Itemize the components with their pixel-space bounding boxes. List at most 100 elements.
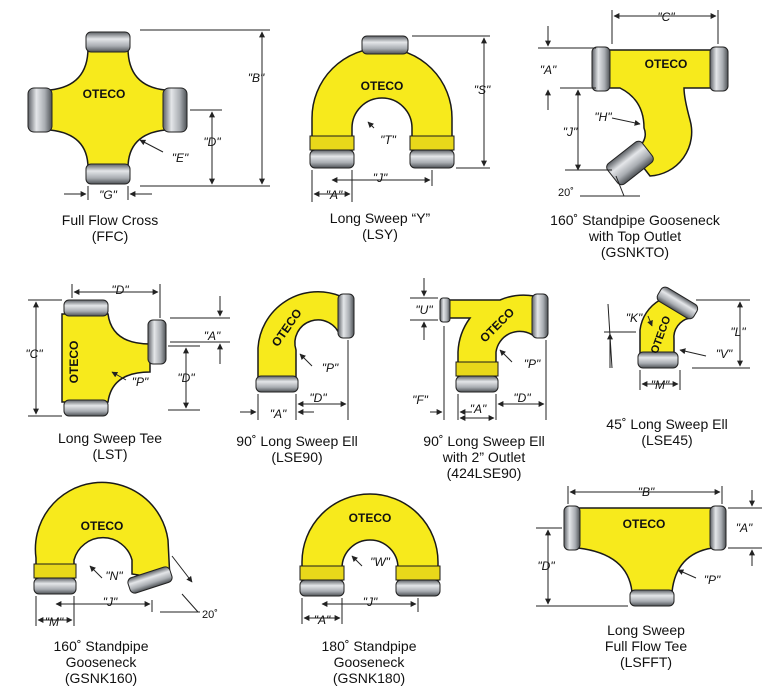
lse45-dimension-lines <box>604 299 750 390</box>
caption-line: 90˚ Long Sweep Ell <box>236 433 358 449</box>
dimension-label: "A" <box>270 407 287 421</box>
gsnk160-brand: OTECO <box>81 519 124 533</box>
fitting-gsnkto: OTECO "C" "A" "H" "J" 20˚ <box>538 10 729 199</box>
dimension-label: "A" <box>540 63 557 77</box>
dimension-label: "G" <box>99 188 118 202</box>
caption-line: Full Flow Cross <box>61 212 159 228</box>
gsnk180-dimension-lines <box>301 555 419 624</box>
caption-line: Long Sweep “Y” <box>329 210 431 226</box>
caption-ffc: Full Flow Cross (FFC) <box>30 212 190 244</box>
dimension-label: "J" <box>563 125 578 139</box>
caption-line: (GSNKTO) <box>600 244 670 260</box>
dimension-label: "P" <box>524 357 541 371</box>
caption-gsnkto: 160˚ Standpipe Gooseneck with Top Outlet… <box>540 212 730 260</box>
ffc-body <box>27 31 188 185</box>
dimension-label: "K" <box>626 311 643 325</box>
dimension-label: 20˚ <box>558 187 574 199</box>
caption-gsnk180: 180˚ Standpipe Gooseneck (GSNK180) <box>304 638 434 686</box>
lst-body <box>61 299 167 417</box>
dimension-label: "N" <box>105 569 123 583</box>
lsy-body <box>309 35 455 169</box>
dimension-label: "C" <box>657 10 675 24</box>
ffc-brand: OTECO <box>83 87 126 101</box>
dimension-label: "D" <box>513 391 531 405</box>
dimension-label: "B" <box>638 485 655 499</box>
caption-line: (LSE45) <box>641 432 693 448</box>
caption-line: 180˚ Standpipe <box>321 638 417 654</box>
dimension-label: 20˚ <box>202 609 218 621</box>
caption-line: Long Sweep Tee <box>57 430 163 446</box>
dimension-label: "A" <box>326 188 343 202</box>
424lse90-body <box>439 293 549 393</box>
dimension-label: "A" <box>204 329 221 343</box>
dimension-label: "D" <box>537 559 555 573</box>
dimension-label: "C" <box>25 347 43 361</box>
caption-lst: Long Sweep Tee (LST) <box>30 430 190 462</box>
caption-line: 160˚ Standpipe Gooseneck <box>550 212 720 228</box>
lsy-brand: OTECO <box>361 79 404 93</box>
dimension-label: "V" <box>716 347 733 361</box>
dimension-label: "H" <box>594 110 612 124</box>
gsnk180-brand: OTECO <box>349 511 392 525</box>
caption-line: (GSNK180) <box>332 670 406 686</box>
caption-line: (FFC) <box>91 228 129 244</box>
dimension-label: "S" <box>474 83 491 97</box>
lsfft-dimension-lines <box>536 486 762 607</box>
dimension-label: "A" <box>736 521 753 535</box>
lse45-body <box>637 286 699 369</box>
lsy-dimension-lines <box>311 35 490 202</box>
dimension-label: "A" <box>470 402 487 416</box>
dimension-label: "W" <box>370 555 391 569</box>
caption-line: (GSNK160) <box>64 670 138 686</box>
gsnkto-body <box>591 46 729 186</box>
dimension-label: "L" <box>730 325 746 339</box>
caption-line: (LSFFT) <box>619 654 673 670</box>
fitting-lsy: OTECO "S" "T" "A" "J" <box>309 35 491 202</box>
caption-gsnk160: 160˚ Standpipe Gooseneck (GSNK160) <box>36 638 166 686</box>
dimension-label: "T" <box>380 133 397 147</box>
fitting-gsnk180: OTECO "W" "A" "J" <box>299 493 441 627</box>
dimension-label: "F" <box>412 393 429 407</box>
lse90-body <box>255 291 355 393</box>
dimension-label: "B" <box>248 71 265 85</box>
caption-line: Gooseneck <box>65 654 137 670</box>
caption-lse90: 90˚ Long Sweep Ell (LSE90) <box>222 433 372 465</box>
caption-lsfft: Long Sweep Full Flow Tee (LSFFT) <box>576 622 716 670</box>
dimension-label: "D" <box>203 135 221 149</box>
fitting-lsfft: OTECO "B" "A" "D" "P" <box>536 485 762 607</box>
dimension-label: "P" <box>322 361 339 375</box>
dimension-label: "D" <box>309 391 327 405</box>
dimension-label: "J" <box>373 171 388 185</box>
dimension-label: "P" <box>132 375 149 389</box>
caption-line: Gooseneck <box>333 654 405 670</box>
fitting-424lse90: OTECO "U" "P" "F" "A" "D" <box>410 278 549 421</box>
caption-lse45: 45˚ Long Sweep Ell (LSE45) <box>592 416 742 448</box>
dimension-label: "A" <box>314 613 331 627</box>
caption-line: Full Flow Tee <box>604 638 688 654</box>
fitting-lst: OTECO "D" "A" "C" "P" "D" <box>25 283 230 417</box>
gsnkto-dimension-lines <box>538 10 719 197</box>
fitting-lse90: OTECO "P" "A" "D" <box>240 291 355 421</box>
gsnk180-body <box>299 493 441 597</box>
caption-lsy: Long Sweep “Y” (LSY) <box>300 210 460 242</box>
gsnkto-brand: OTECO <box>645 57 688 71</box>
fitting-lse45: OTECO "K" "L" "V" "M" <box>604 286 750 392</box>
dimension-label: "D" <box>111 283 129 297</box>
caption-line: (LSE90) <box>271 449 323 465</box>
dimension-label: "D" <box>177 371 195 385</box>
dimension-label: "U" <box>415 303 433 317</box>
dimension-label: "M" <box>45 615 64 629</box>
dimension-label: "J" <box>363 595 378 609</box>
caption-line: 90˚ Long Sweep Ell <box>423 433 545 449</box>
caption-line: 160˚ Standpipe <box>53 638 149 654</box>
lst-dimension-lines <box>28 284 230 417</box>
dimension-label: "J" <box>103 595 118 609</box>
lsfft-body <box>563 505 727 607</box>
fitting-ffc: OTECO "B" "D" "E" "G" <box>27 29 270 202</box>
caption-line: with Top Outlet <box>588 228 682 244</box>
lse90-dimension-lines <box>240 340 349 420</box>
424lse90-dimension-lines <box>410 278 547 421</box>
gsnk160-dimension-lines <box>35 555 200 626</box>
lsfft-brand: OTECO <box>623 517 666 531</box>
